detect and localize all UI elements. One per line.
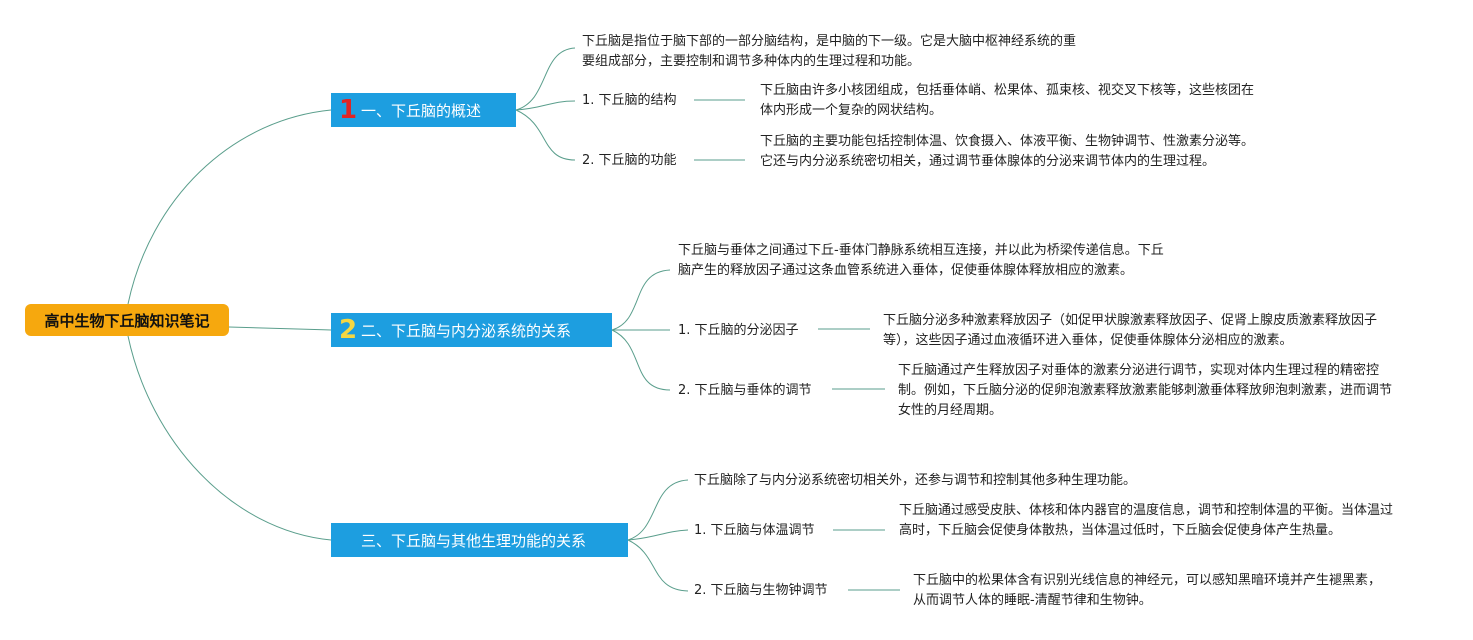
link-b1-item1	[515, 100, 576, 111]
root-title: 高中生物下丘脑知识笔记	[44, 311, 210, 330]
link-b3-item2	[627, 539, 689, 592]
link-b1-intro	[515, 47, 576, 111]
link-b2-intro	[611, 269, 671, 331]
branch-2-item-2-detail: 下丘脑通过产生释放因子对垂体的激素分泌进行调节，实现对体内生理过程的精密控制。例…	[898, 363, 1393, 418]
branch-1-item-1-detail: 下丘脑由许多小核团组成，包括垂体峭、松果体、孤束核、视交叉下核等，这些核团在体内…	[760, 83, 1255, 118]
branch-3-item-1-detail: 下丘脑通过感受皮肤、体核和体内器官的温度信息，调节和控制体温的平衡。当体温过高时…	[899, 503, 1394, 538]
link-b3-intro	[627, 479, 689, 541]
branch-1-title: 一、下丘脑的概述	[361, 101, 482, 120]
link-root-branch2	[228, 326, 332, 331]
branch-3-node[interactable]: 三、下丘脑与其他生理功能的关系	[331, 523, 628, 557]
branch-2-item-2-label[interactable]: 2. 下丘脑与垂体的调节	[678, 383, 812, 398]
branch-3-item-1-label[interactable]: 1. 下丘脑与体温调节	[694, 523, 815, 538]
link-b1-item2	[515, 109, 576, 161]
branch-1-node[interactable]: 1 一、下丘脑的概述	[331, 93, 516, 127]
branch-2-title: 二、下丘脑与内分泌系统的关系	[361, 321, 572, 340]
branch-3-intro: 下丘脑除了与内分泌系统密切相关外，还参与调节和控制其他多种生理功能。	[694, 473, 1137, 488]
branch-1-item-1-label[interactable]: 1. 下丘脑的结构	[582, 93, 677, 108]
link-root-branch1	[127, 109, 332, 305]
branch-2-number: 2	[339, 315, 358, 345]
branch-3-title: 三、下丘脑与其他生理功能的关系	[361, 531, 587, 550]
link-b3-item1	[627, 529, 689, 541]
branch-3-item-2-label[interactable]: 2. 下丘脑与生物钟调节	[694, 583, 828, 598]
link-b2-item2	[611, 329, 671, 391]
link-root-branch3	[127, 335, 332, 541]
branch-1-item-2-detail: 下丘脑的主要功能包括控制体温、饮食摄入、体液平衡、生物钟调节、性激素分泌等。它还…	[760, 134, 1255, 169]
branch-1-item-2-label[interactable]: 2. 下丘脑的功能	[582, 153, 677, 168]
root-node[interactable]: 高中生物下丘脑知识笔记	[25, 304, 229, 336]
branch-1-number: 1	[339, 95, 358, 125]
branch-2-intro: 下丘脑与垂体之间通过下丘-垂体门静脉系统相互连接，并以此为桥梁传递信息。下丘脑产…	[678, 243, 1164, 278]
branch-2-item-1-label[interactable]: 1. 下丘脑的分泌因子	[678, 323, 799, 338]
branch-3-item-2-detail: 下丘脑中的松果体含有识别光线信息的神经元，可以感知黑暗环境并产生褪黑素，从而调节…	[913, 573, 1382, 608]
branch-1-intro: 下丘脑是指位于脑下部的一部分脑结构，是中脑的下一级。它是大脑中枢神经系统的重要组…	[582, 34, 1077, 69]
branch-2-node[interactable]: 2 二、下丘脑与内分泌系统的关系	[331, 313, 612, 347]
branch-2-item-1-detail: 下丘脑分泌多种激素释放因子（如促甲状腺激素释放因子、促肾上腺皮质激素释放因子等）…	[883, 313, 1378, 348]
